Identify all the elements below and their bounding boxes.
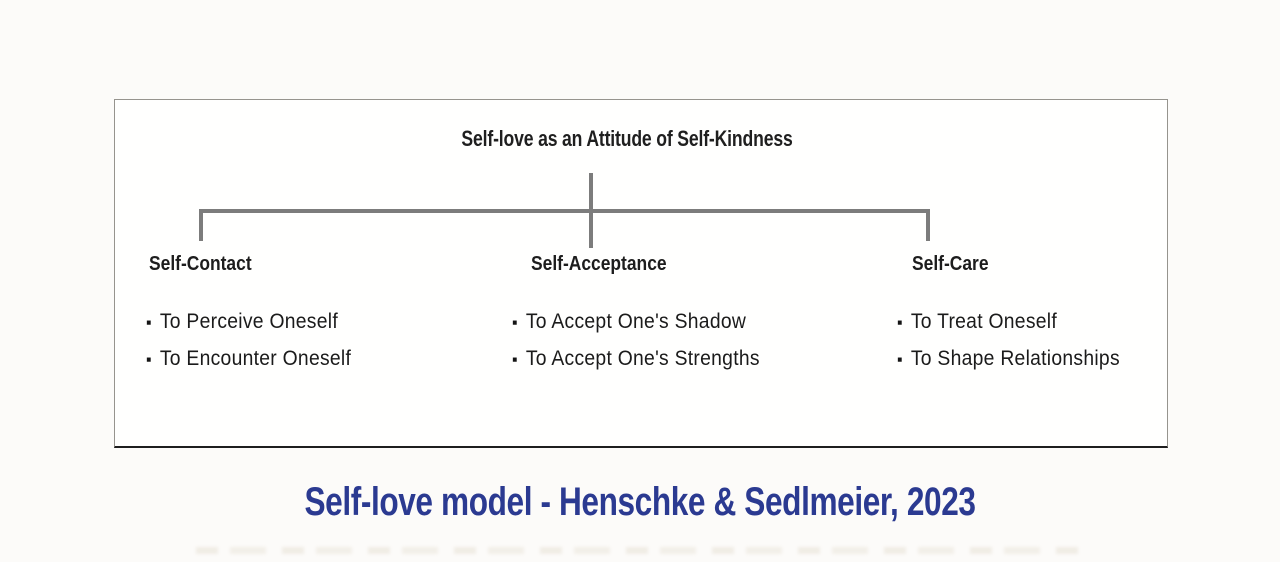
column-title: Self-Contact [149,252,252,275]
column-self-contact: Self-Contact ▪ To Perceive Oneself ▪ To … [146,252,369,377]
column-items: ▪ To Perceive Oneself ▪ To Encounter One… [146,303,369,377]
list-item: ▪ To Treat Oneself [897,303,1120,340]
column-self-care: Self-Care ▪ To Treat Oneself ▪ To Shape … [897,252,1139,377]
connector-crossbar [199,209,930,213]
bullet-icon: ▪ [146,350,152,369]
bullet-icon: ▪ [146,313,152,332]
figure-caption: Self-love model - Henschke & Sedlmeier, … [304,480,976,524]
list-item: ▪ To Perceive Oneself [146,303,351,340]
list-item: ▪ To Accept One's Shadow [512,303,760,340]
list-item: ▪ To Shape Relationships [897,340,1120,377]
bullet-icon: ▪ [897,313,903,332]
list-item-label: To Shape Relationships [910,346,1120,370]
list-item-label: To Accept One's Shadow [525,309,747,333]
column-items: ▪ To Accept One's Shadow ▪ To Accept One… [512,303,781,377]
bullet-icon: ▪ [512,350,518,369]
bullet-icon: ▪ [897,350,903,369]
list-item: ▪ To Accept One's Strengths [512,340,760,377]
column-title: Self-Care [912,252,989,275]
list-item-label: To Accept One's Strengths [525,346,760,370]
list-item-label: To Encounter Oneself [159,346,352,370]
column-items: ▪ To Treat Oneself ▪ To Shape Relationsh… [897,303,1139,377]
list-item-label: To Perceive Oneself [159,309,338,333]
list-item-label: To Treat Oneself [910,309,1057,333]
connector-right-tick [926,209,930,241]
diagram-title: Self-love as an Attitude of Self-Kindnes… [461,126,793,151]
connector-left-tick [199,209,203,241]
diagram-frame: Self-love as an Attitude of Self-Kindnes… [114,99,1168,448]
cutoff-text-ghost [196,547,1084,554]
column-self-acceptance: Self-Acceptance ▪ To Accept One's Shadow… [512,252,781,377]
column-title: Self-Acceptance [531,252,667,275]
bullet-icon: ▪ [512,313,518,332]
list-item: ▪ To Encounter Oneself [146,340,351,377]
